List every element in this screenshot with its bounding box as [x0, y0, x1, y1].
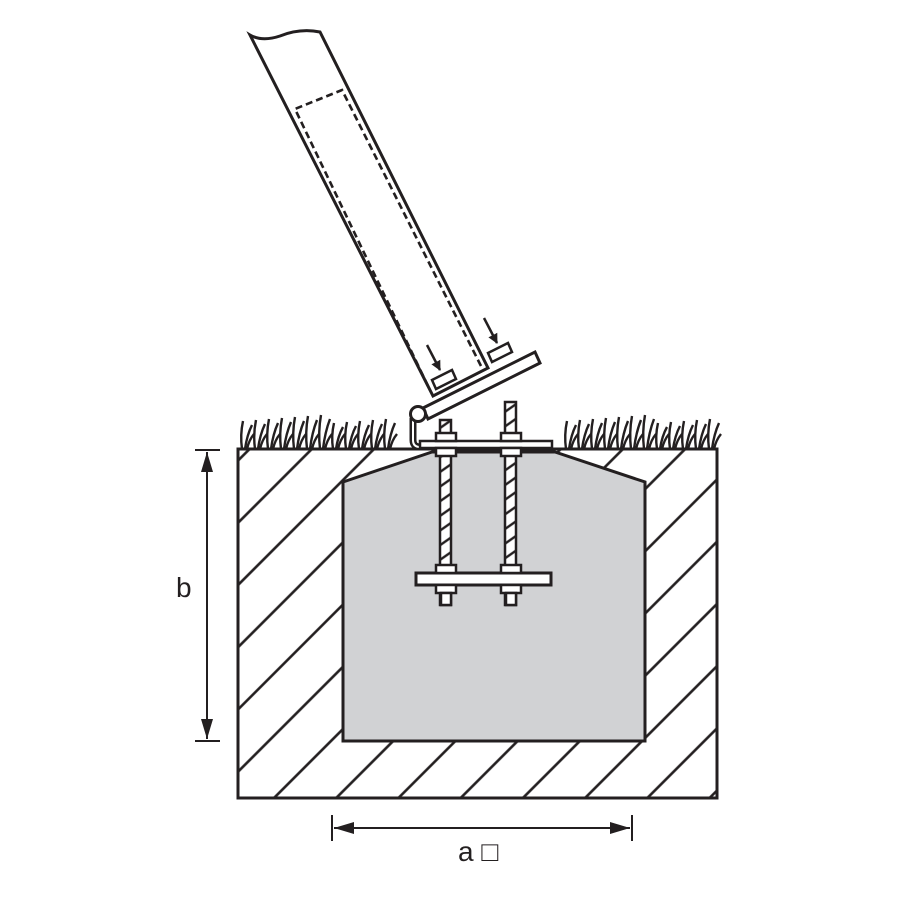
- grass-blade: [295, 420, 306, 450]
- grass-blade: [697, 423, 708, 450]
- grass-blade: [344, 421, 349, 450]
- ground-base-plate: [418, 439, 554, 450]
- grass-blade: [256, 423, 267, 450]
- grass: [240, 414, 722, 450]
- grass-blade: [681, 420, 686, 450]
- grass-blade: [292, 416, 297, 450]
- pole-inner-sleeve: [293, 88, 485, 387]
- arrow-icon: [482, 317, 499, 344]
- grass-blade: [606, 421, 617, 450]
- grass-blade: [386, 422, 397, 450]
- grass-blade: [334, 426, 345, 450]
- grass-blade: [658, 426, 669, 450]
- grass-blade: [616, 416, 621, 450]
- grass-blade: [269, 422, 280, 450]
- grass-blade: [567, 424, 578, 450]
- grass-blade: [694, 419, 699, 450]
- grass-blade: [707, 418, 712, 450]
- grass-blade: [279, 417, 284, 450]
- grass-blade: [308, 419, 319, 450]
- grass-blade: [331, 422, 336, 450]
- grass-blade: [373, 423, 384, 450]
- grass-blade: [305, 415, 310, 450]
- rod-end: [439, 591, 453, 607]
- grass-blade: [580, 423, 591, 450]
- concrete-foundation: [341, 450, 647, 743]
- dimension-a-label: a □: [458, 836, 499, 867]
- grass-blade: [629, 415, 634, 450]
- nut: [434, 431, 458, 443]
- nut: [499, 446, 523, 458]
- grass-blade: [347, 425, 358, 450]
- arrow-icon: [425, 344, 442, 371]
- grass-blade: [321, 418, 332, 450]
- nut: [434, 446, 458, 458]
- grass-blade: [388, 433, 398, 450]
- grass-blade: [318, 414, 323, 450]
- grass-blade: [684, 424, 695, 450]
- grass-blade: [668, 421, 673, 450]
- tilted-pole: [246, 29, 542, 423]
- grass-blade: [370, 419, 375, 450]
- nut: [499, 563, 523, 575]
- grass-blade: [383, 418, 388, 450]
- nut: [434, 563, 458, 575]
- grass-blade: [593, 422, 604, 450]
- shim-left: [430, 368, 458, 391]
- grass-blade: [603, 417, 608, 450]
- grass-blade: [712, 433, 722, 450]
- lower-anchor-plate: [414, 571, 553, 587]
- grass-blade: [357, 420, 362, 450]
- grass-blade: [577, 419, 582, 450]
- grass-blade: [632, 419, 643, 450]
- anchor-bolts: [414, 400, 553, 607]
- hinge-pin: [409, 405, 427, 423]
- grass-blade: [642, 414, 647, 450]
- rod-end: [504, 591, 518, 607]
- dimension-b: [195, 449, 220, 742]
- grass-blade: [671, 425, 682, 450]
- dimension-b-label: b: [176, 572, 192, 603]
- grass-blade: [655, 422, 660, 450]
- grass-blade: [645, 418, 656, 450]
- nut: [499, 431, 523, 443]
- grass-blade: [564, 420, 569, 450]
- grass-blade: [243, 424, 254, 450]
- grass-blade: [266, 418, 271, 450]
- pole-outline: [246, 29, 491, 399]
- grass-blade: [282, 421, 293, 450]
- grass-blade: [253, 419, 258, 450]
- dimension-a: [331, 815, 633, 841]
- grass-blade: [619, 420, 630, 450]
- grass-blade: [240, 420, 245, 450]
- shim-right: [486, 341, 514, 364]
- grass-blade: [710, 422, 721, 450]
- grass-blade: [590, 418, 595, 450]
- grass-blade: [360, 424, 371, 450]
